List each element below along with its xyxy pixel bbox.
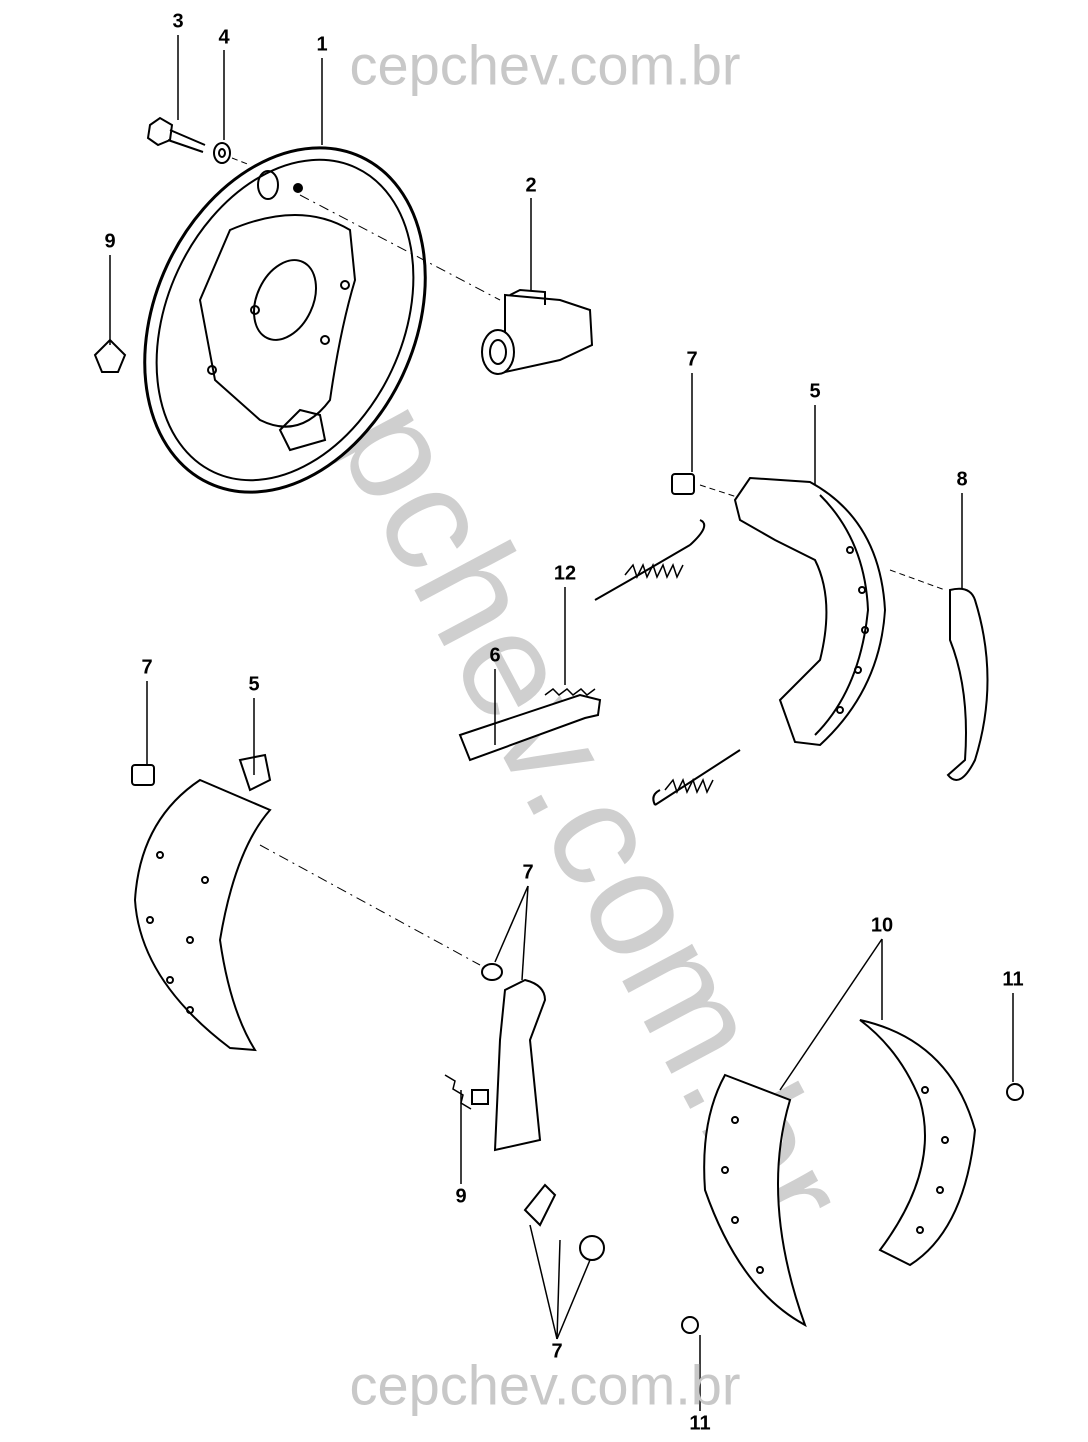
callout-7: 7 bbox=[551, 1340, 563, 1363]
callout-11: 11 bbox=[1002, 968, 1024, 991]
springs bbox=[444, 519, 741, 1110]
brake-shoe-left bbox=[133, 753, 272, 1052]
callout-9: 9 bbox=[455, 1185, 467, 1208]
callout-9: 9 bbox=[104, 230, 116, 253]
adjuster-lever bbox=[493, 978, 547, 1152]
bolt-and-washer bbox=[146, 116, 251, 166]
clip bbox=[93, 338, 127, 373]
wheel-cylinder bbox=[481, 288, 594, 375]
callout-3: 3 bbox=[172, 10, 184, 33]
watermark-bottom: cepchev.com.br bbox=[349, 1353, 741, 1417]
parking-lever bbox=[946, 587, 989, 781]
callout-1: 1 bbox=[316, 33, 328, 56]
watermark-top: cepchev.com.br bbox=[349, 33, 741, 97]
callout-5: 5 bbox=[809, 380, 821, 403]
brake-linings bbox=[703, 1019, 977, 1328]
callout-6: 6 bbox=[489, 644, 501, 667]
callout-2: 2 bbox=[525, 174, 537, 197]
backing-plate bbox=[143, 146, 427, 494]
callout-11: 11 bbox=[689, 1412, 711, 1435]
adjuster-strut bbox=[458, 693, 602, 762]
leader-lines bbox=[109, 35, 1014, 1411]
callout-8: 8 bbox=[956, 468, 968, 491]
callout-12: 12 bbox=[553, 562, 577, 585]
callout-7: 7 bbox=[686, 348, 698, 371]
brake-shoe-right bbox=[733, 476, 887, 747]
callout-10: 10 bbox=[870, 914, 894, 937]
callout-5: 5 bbox=[248, 673, 260, 696]
callout-7: 7 bbox=[141, 656, 153, 679]
callout-7: 7 bbox=[522, 861, 534, 884]
callout-4: 4 bbox=[218, 26, 230, 49]
